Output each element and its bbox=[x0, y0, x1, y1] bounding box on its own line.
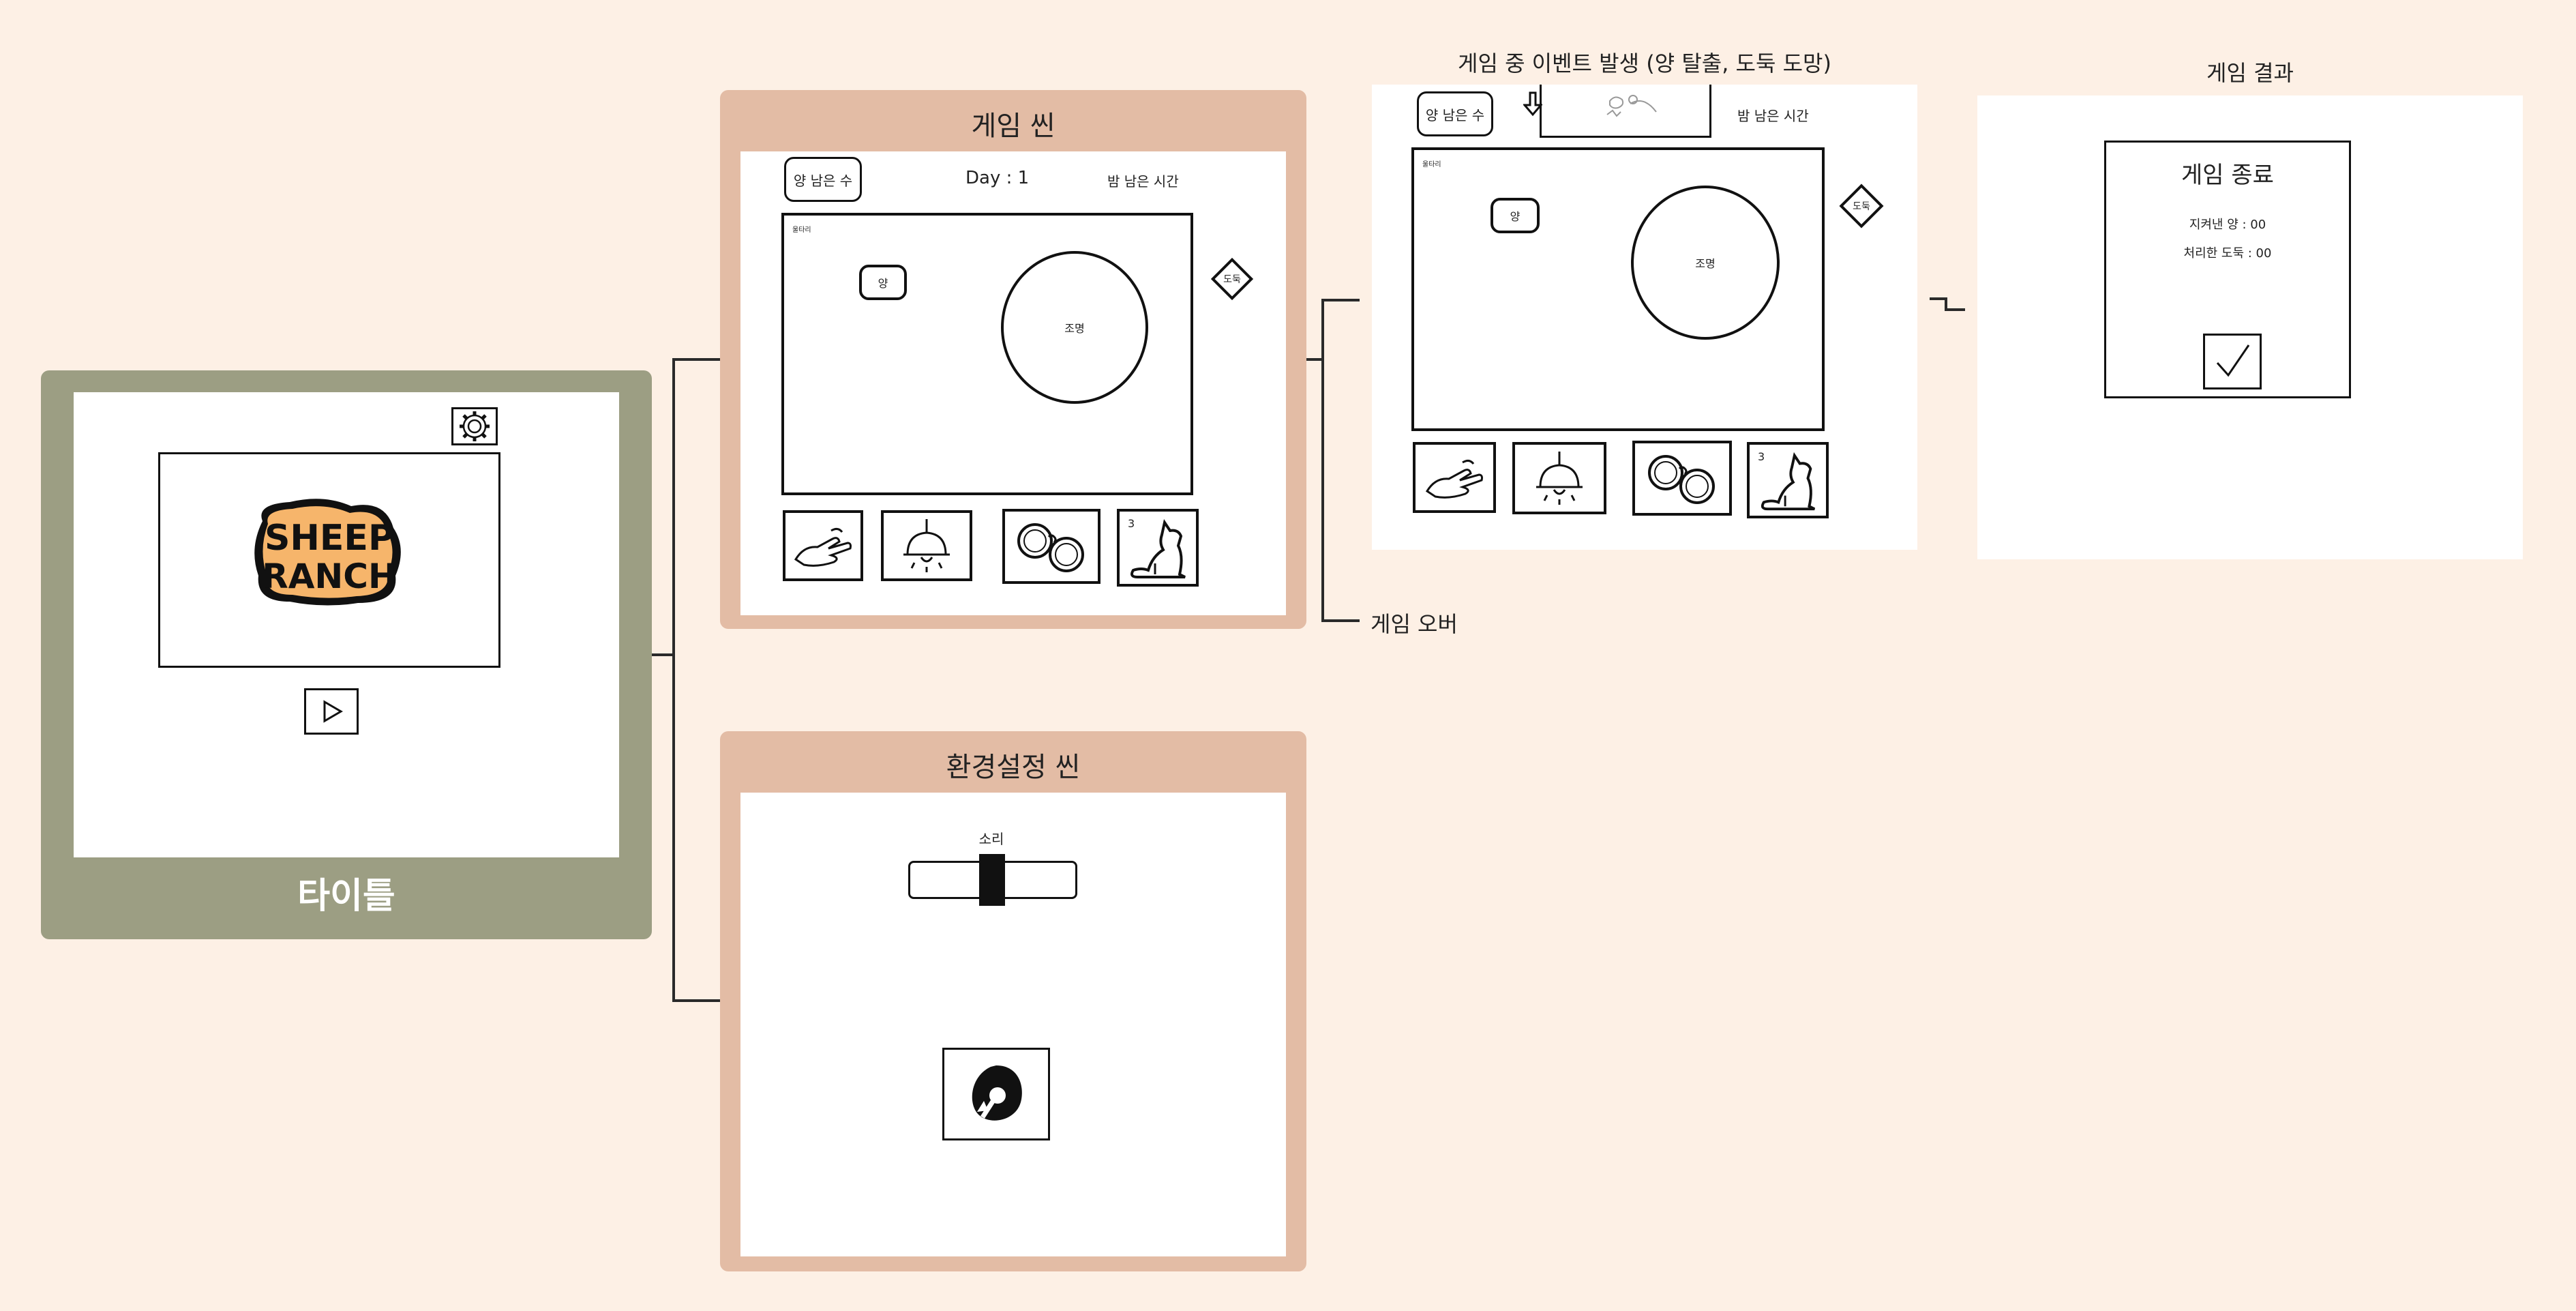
thief-label: 도둑 bbox=[1853, 201, 1870, 212]
night-time-label: 밤 남은 시간 bbox=[1737, 108, 1809, 124]
connector-line bbox=[1321, 299, 1324, 622]
confirm-button[interactable] bbox=[2203, 334, 2262, 389]
back-icon bbox=[972, 1065, 1022, 1121]
lamp-icon bbox=[1536, 452, 1583, 505]
sheep-count-button[interactable]: 양 남은 수 bbox=[1417, 91, 1493, 136]
sheep-token[interactable]: 양 bbox=[859, 265, 907, 300]
gear-icon[interactable] bbox=[451, 407, 498, 445]
event-popup bbox=[1540, 85, 1711, 138]
logo-box: SHEEP RANCH bbox=[158, 452, 500, 668]
result-title: 게임 종료 bbox=[2181, 162, 2274, 189]
back-button[interactable] bbox=[942, 1048, 1050, 1140]
night-time-label: 밤 남은 시간 bbox=[1107, 173, 1179, 190]
settings-scene-screen: 소리 bbox=[740, 793, 1286, 1256]
hand-tool-slot[interactable] bbox=[1413, 442, 1496, 513]
sound-label: 소리 bbox=[978, 831, 1004, 847]
title-scene-frame: SHEEP RANCH 타이틀 bbox=[41, 370, 652, 939]
game-scene-frame: 게임 씬 양 남은 수 Day : 1 밤 남은 시간 울타리 양 조명 도둑 … bbox=[720, 90, 1306, 629]
saved-sheep-label: 지켜낸 양 : 00 bbox=[2189, 218, 2266, 232]
event-sketch bbox=[1606, 95, 1657, 117]
light-label: 조명 bbox=[1695, 257, 1716, 270]
dog-icon bbox=[1761, 452, 1816, 511]
fence-label: 울타리 bbox=[792, 226, 811, 234]
handcuff-tool-slot[interactable] bbox=[1002, 509, 1100, 584]
light-label: 조명 bbox=[1064, 322, 1085, 335]
thief-marker[interactable]: 도둑 bbox=[1839, 183, 1884, 229]
day-label: Day : 1 bbox=[965, 168, 1030, 188]
connector-line bbox=[1945, 308, 1965, 311]
connector-line bbox=[1321, 299, 1360, 301]
lamp-tool-slot[interactable] bbox=[881, 510, 972, 581]
light-circle[interactable]: 조명 bbox=[1001, 251, 1148, 404]
result-scene-screen: 게임 종료 지켜낸 양 : 00 처리한 도둑 : 00 bbox=[1977, 95, 2523, 559]
ranch-field: 울타리 양 조명 bbox=[781, 213, 1193, 495]
check-icon bbox=[2216, 344, 2250, 377]
dog-tool-slot[interactable]: 3 bbox=[1117, 509, 1199, 587]
game-logo: SHEEP RANCH bbox=[249, 494, 410, 610]
dog-count: 3 bbox=[1128, 517, 1135, 530]
logo-line2: RANCH bbox=[262, 557, 397, 596]
logo-line1: SHEEP bbox=[265, 518, 394, 559]
fence-label: 울타리 bbox=[1422, 161, 1441, 168]
thief-label: 도둑 bbox=[1223, 274, 1241, 285]
event-scene-heading: 게임 중 이벤트 발생 (양 탈출, 도둑 도망) bbox=[1458, 50, 1831, 76]
light-circle[interactable]: 조명 bbox=[1631, 186, 1780, 340]
title-scene-screen: SHEEP RANCH bbox=[74, 392, 619, 857]
result-scene-heading: 게임 결과 bbox=[2206, 60, 2294, 86]
connector-line bbox=[1945, 297, 1947, 311]
dog-tool-slot[interactable]: 3 bbox=[1747, 442, 1829, 518]
connector-line bbox=[672, 358, 721, 361]
hand-icon bbox=[1425, 459, 1483, 499]
sheep-token[interactable]: 양 bbox=[1491, 198, 1540, 233]
result-card: 게임 종료 지켜낸 양 : 00 처리한 도둑 : 00 bbox=[2104, 141, 2351, 398]
connector-line bbox=[651, 653, 674, 656]
ranch-field: 울타리 양 조명 bbox=[1411, 147, 1825, 431]
sheep-count-button[interactable]: 양 남은 수 bbox=[784, 157, 862, 202]
caught-thief-label: 처리한 도둑 : 00 bbox=[2183, 246, 2272, 261]
connector-line bbox=[1930, 297, 1946, 300]
play-button[interactable] bbox=[304, 688, 359, 735]
game-scene-screen: 양 남은 수 Day : 1 밤 남은 시간 울타리 양 조명 도둑 3 bbox=[740, 151, 1286, 615]
title-scene-label: 타이틀 bbox=[297, 876, 395, 917]
connector-line bbox=[1306, 358, 1323, 361]
connector-line bbox=[672, 358, 675, 1002]
settings-scene-frame: 환경설정 씬 소리 bbox=[720, 731, 1306, 1271]
connector-line bbox=[672, 999, 721, 1002]
lamp-tool-slot[interactable] bbox=[1512, 442, 1606, 514]
dog-count: 3 bbox=[1758, 450, 1765, 463]
lamp-icon bbox=[903, 519, 950, 572]
hand-tool-slot[interactable] bbox=[783, 510, 863, 581]
settings-scene-heading: 환경설정 씬 bbox=[946, 752, 1081, 783]
play-icon bbox=[323, 700, 343, 723]
event-arrow-icon bbox=[1523, 90, 1542, 117]
hand-icon bbox=[794, 527, 852, 567]
game-scene-heading: 게임 씬 bbox=[971, 111, 1055, 142]
connector-line bbox=[1321, 619, 1360, 622]
event-scene-screen: 양 남은 수 밤 남은 시간 울타리 양 조명 도둑 3 bbox=[1372, 85, 1917, 550]
handcuff-tool-slot[interactable] bbox=[1632, 441, 1732, 516]
thief-marker[interactable]: 도둑 bbox=[1210, 257, 1254, 301]
handcuff-icon bbox=[1648, 455, 1715, 504]
dog-icon bbox=[1130, 518, 1186, 578]
sound-slider-handle[interactable] bbox=[979, 854, 1005, 906]
game-over-label: 게임 오버 bbox=[1371, 611, 1458, 637]
handcuff-icon bbox=[1017, 523, 1084, 572]
